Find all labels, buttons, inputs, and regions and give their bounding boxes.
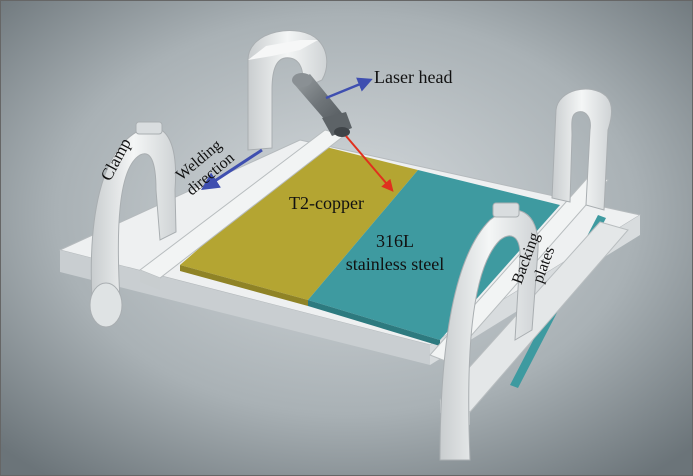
steel-label-line1: 316L xyxy=(376,231,414,251)
laser-head-label: Laser head xyxy=(374,67,452,87)
steel-label-line2: stainless steel xyxy=(346,254,444,274)
back-clamp xyxy=(247,29,328,151)
right-back-clamp xyxy=(551,88,612,211)
welding-direction-arrow xyxy=(200,148,263,190)
laser-beam-arrow xyxy=(345,135,394,192)
copper-plate xyxy=(180,145,418,300)
left-clamp xyxy=(89,121,177,328)
laser-head-pointer-arrow xyxy=(325,77,373,100)
right-front-clamp xyxy=(439,202,539,461)
copper-label: T2-copper xyxy=(289,193,364,213)
laser-head xyxy=(292,73,352,137)
